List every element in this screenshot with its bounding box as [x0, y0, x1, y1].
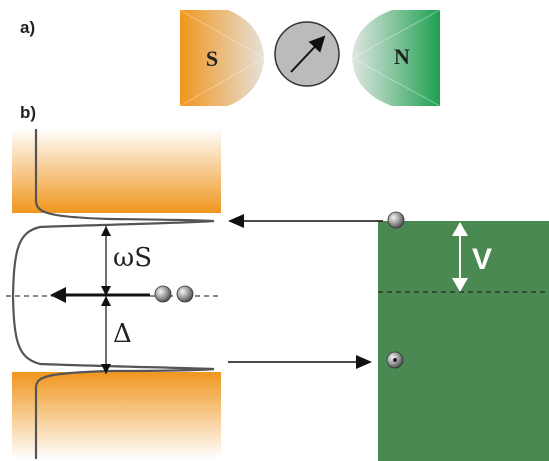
tunneling-arrow-lower: [228, 355, 372, 369]
normal-lead: N: [350, 9, 441, 107]
panel-b-label: b): [20, 103, 36, 122]
subgap-state-label: ωS: [113, 243, 152, 273]
electron-ball: [176, 285, 194, 303]
gap-energy-arrow: [101, 296, 111, 374]
gap-label: Δ: [113, 319, 132, 349]
bias-arrow: [452, 222, 468, 292]
superconductor-lead-label: S: [206, 46, 218, 71]
arrow-in-circle-icon: [290, 35, 326, 73]
bias-label: V: [472, 243, 492, 276]
spin-impurity: [274, 21, 340, 87]
tunneling-arrow-upper: [228, 214, 383, 228]
electron-ball: [154, 285, 172, 303]
density-of-states-curve: [11, 129, 215, 459]
hole-dot: [393, 358, 397, 362]
normal-metal-block: [378, 221, 549, 461]
normal-lead-label: N: [394, 44, 410, 69]
electron-ball: [387, 211, 405, 229]
cooper-pair-arrow: [50, 287, 150, 303]
subgap-energy-arrow: [101, 226, 111, 296]
superconductor-lead: S: [179, 9, 266, 107]
panel-a-label: a): [20, 18, 35, 37]
superconductor-lower-band: [12, 372, 221, 459]
superconductor-upper-band: [12, 128, 221, 213]
